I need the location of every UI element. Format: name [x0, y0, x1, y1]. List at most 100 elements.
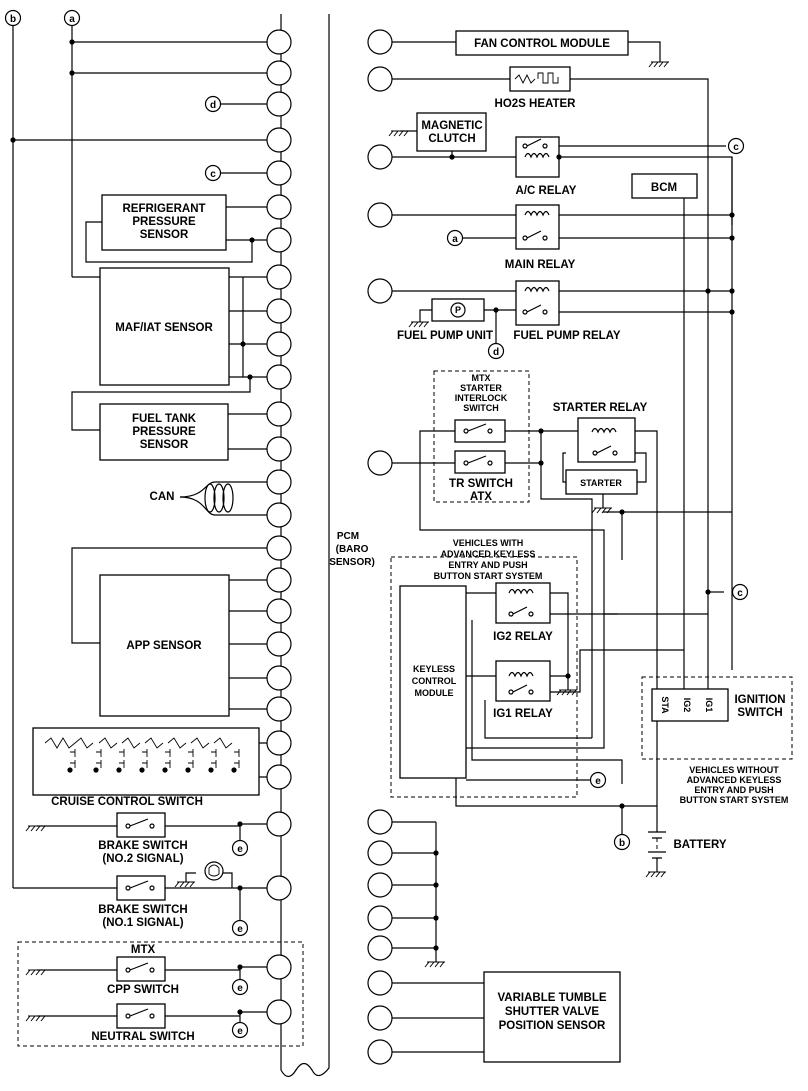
pin-1al-circle	[266, 598, 292, 624]
ground-starter	[591, 507, 612, 514]
tr-switch-contact-a	[463, 460, 469, 466]
brake1-label: BRAKE SWITCH	[98, 904, 187, 916]
wire	[419, 463, 605, 749]
pin-1ar-circle	[266, 364, 292, 390]
pin-1ai-circle	[266, 502, 292, 528]
junction-dot	[249, 237, 255, 243]
main-relay-switch-contact-a	[522, 235, 528, 241]
bcm	[631, 173, 698, 199]
starter-interlock-switch-contact-a	[463, 428, 469, 434]
magnetic-label: MAGNETIC	[421, 120, 482, 132]
wire	[471, 620, 623, 784]
ig1-relay-coil	[508, 671, 534, 678]
brake2-label: (NO.2 SIGNAL)	[102, 853, 183, 865]
vehicles-without-label: BUTTON START SYSTEM	[680, 795, 789, 805]
pin-1q-circle	[367, 202, 393, 228]
connector-e-brake1-letter: e	[237, 924, 243, 935]
connector-e-neutral-circle	[231, 1021, 249, 1039]
pin-2ar-circle	[367, 1005, 393, 1031]
cpp-switch	[116, 956, 166, 982]
pin-1ad-circle	[266, 436, 292, 462]
pin-1ay-circle	[266, 160, 292, 186]
ground-path	[25, 1015, 46, 1022]
junction-dot	[433, 945, 439, 951]
connector-b-top-circle	[4, 9, 22, 27]
connector-c-left-letter: c	[210, 169, 216, 180]
main-relay-switch-contact-b	[542, 235, 548, 241]
pin-1ae-circle	[266, 227, 292, 253]
junction-dot	[493, 307, 499, 313]
junction-dot	[705, 288, 711, 294]
tr-switch-label: TR SWITCH	[449, 478, 513, 490]
wire	[419, 309, 432, 322]
cpp-switch-contact-a	[125, 967, 131, 973]
fuel-tank-label: PRESSURE	[132, 426, 196, 438]
starter-interlock-switch-blade	[467, 423, 487, 432]
fuel-pump-relay-switch-contact-a	[522, 309, 528, 315]
wire	[622, 721, 658, 807]
junction-dot	[565, 673, 571, 679]
ground-path	[25, 969, 46, 976]
pin-1aq-circle	[266, 730, 292, 756]
bcm-label: BCM	[651, 182, 677, 194]
refrigerant-pressure-sensor	[101, 194, 227, 251]
pin-1am-circle	[266, 469, 292, 495]
junction-dot	[538, 460, 544, 466]
wire	[635, 452, 647, 483]
pin-1c-circle	[266, 127, 292, 153]
tr-switch	[454, 450, 506, 474]
starter-relay-switch-contact-a	[592, 450, 598, 456]
connector-c-mid-letter: c	[737, 588, 743, 599]
cruise-junction	[231, 767, 237, 773]
pin-1ao-circle	[266, 567, 292, 593]
ignition-terminal: IG1	[704, 698, 714, 713]
junction-dot	[237, 964, 243, 970]
fan-label: FAN CONTROL MODULE	[474, 38, 610, 50]
vts-label: POSITION SENSOR	[499, 1020, 606, 1032]
wire	[550, 592, 569, 677]
ground-path	[591, 507, 612, 514]
ig2-relay	[495, 582, 551, 624]
pin-1p-circle	[266, 298, 292, 324]
pin-1ap-circle	[266, 665, 292, 691]
main-relay	[515, 204, 560, 250]
pin-1bc-circle	[266, 999, 292, 1025]
pin-1bg-circle	[367, 278, 393, 304]
junction-dot	[619, 803, 625, 809]
brake-lamp-filament	[208, 864, 220, 877]
pin-1be-circle	[367, 905, 393, 931]
cruise-junction	[185, 767, 191, 773]
connector-d-left-letter: d	[210, 100, 216, 111]
cruise-junction	[208, 767, 214, 773]
brake-lamp	[204, 861, 224, 881]
ig1-relay-switch-contact-a	[508, 689, 514, 695]
ig1-relay-switch-contact-b	[528, 689, 534, 695]
junction-dot	[240, 341, 246, 347]
starter-relay-label: STARTER RELAY	[553, 402, 648, 414]
ignition-switch	[651, 688, 729, 722]
pin-1b-circle	[266, 60, 292, 86]
starter-relay-switch-blade	[596, 445, 612, 454]
cruise-switch-symbol	[142, 749, 148, 768]
cruise-switch-symbol	[211, 749, 217, 768]
junction-dot	[619, 509, 625, 515]
ignition-label: IGNITION	[734, 694, 785, 706]
wire	[570, 78, 709, 670]
cruise-label: CRUISE CONTROL SWITCH	[51, 796, 203, 808]
connector-c-right-circle	[727, 137, 745, 155]
pin-1ah-circle	[266, 401, 292, 427]
vehicles-with-label: ENTRY AND PUSH	[448, 560, 527, 570]
junction-dot	[10, 137, 16, 143]
ac-relay-label: A/C RELAY	[516, 185, 577, 197]
tr-switch-blade	[467, 455, 487, 464]
connector-a-top-circle	[63, 9, 81, 27]
ground-path	[408, 321, 429, 328]
ground-path	[388, 130, 409, 137]
junction-dot	[729, 212, 735, 218]
keyless-label: KEYLESS	[413, 664, 455, 674]
can-label: CAN	[150, 491, 175, 503]
mtx-interlock-label: SWITCH	[463, 403, 499, 413]
cruise-switch-symbol	[119, 749, 125, 768]
connector-c-right-letter: c	[733, 142, 739, 153]
fan-control-module	[455, 30, 629, 56]
